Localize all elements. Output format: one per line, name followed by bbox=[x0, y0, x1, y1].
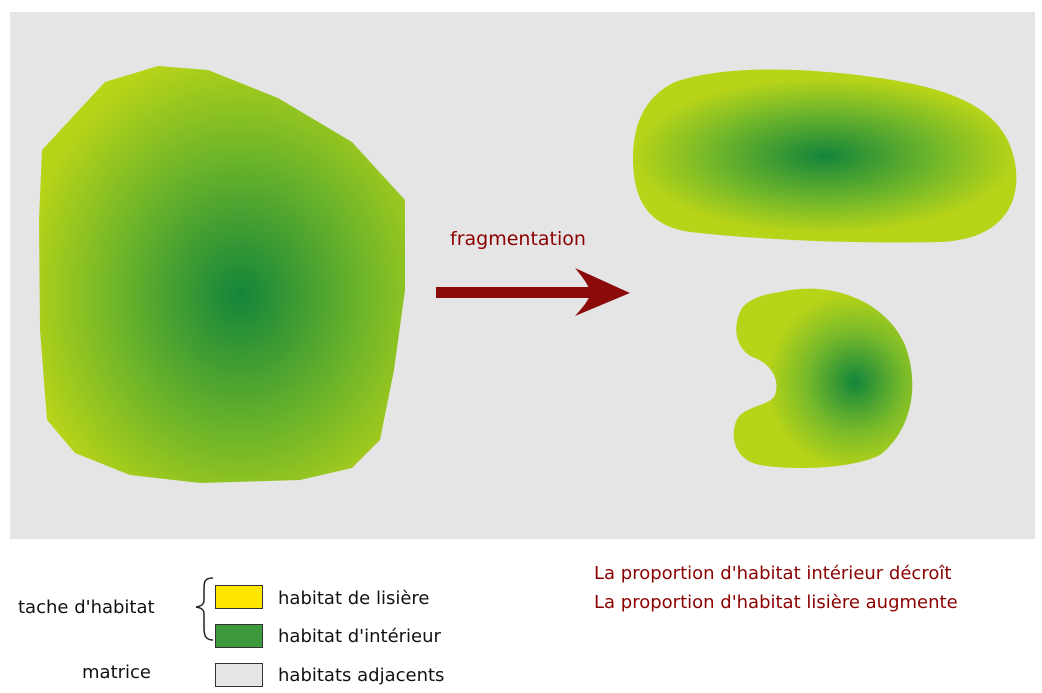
legend-label-edge: habitat de lisière bbox=[278, 588, 430, 609]
legend-brace bbox=[195, 577, 214, 641]
legend-label-adjacent: habitats adjacents bbox=[278, 665, 445, 686]
habitat-patch-bean bbox=[733, 288, 913, 468]
legend-swatch-adjacent bbox=[215, 663, 263, 687]
habitat-patch-oval bbox=[632, 69, 1017, 243]
legend-group-patch: tache d'habitat bbox=[18, 597, 155, 618]
fragmentation-arrow bbox=[436, 268, 630, 316]
legend-swatch-edge bbox=[215, 585, 263, 609]
habitat-patch-large bbox=[39, 66, 405, 483]
legend-label-interior: habitat d'intérieur bbox=[278, 626, 441, 647]
fragmentation-label: fragmentation bbox=[450, 228, 586, 250]
conclusion-line-2: La proportion d'habitat lisière augmente bbox=[594, 592, 958, 613]
conclusion-line-1: La proportion d'habitat intérieur décroî… bbox=[594, 563, 952, 584]
legend-swatch-interior bbox=[215, 624, 263, 648]
legend-group-matrix: matrice bbox=[82, 662, 151, 683]
